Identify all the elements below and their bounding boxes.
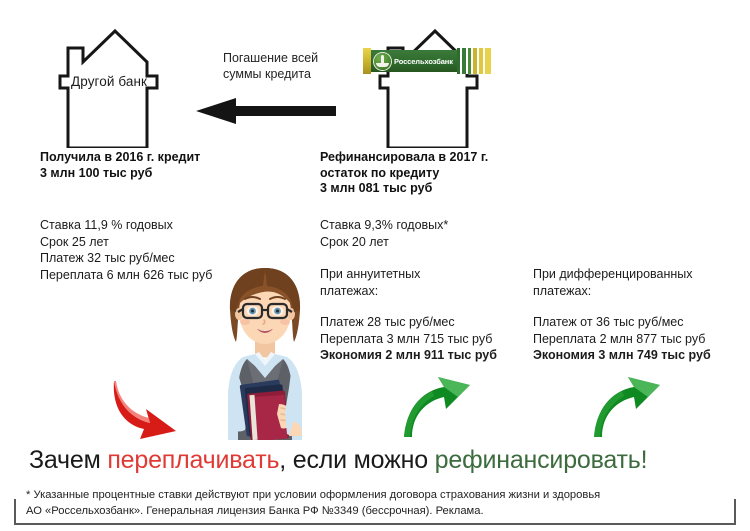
banner-stripes-decoration [457,48,491,74]
curved-arrow-up-green-icon [400,375,472,446]
diff-title-line2: платежах: [533,283,592,298]
frame-left-border [14,499,16,525]
diff-payment: Платеж от 36 тыс руб/мес [533,315,684,329]
bank-logo-text: Россельхозбанк [394,56,453,66]
frame-bottom-border [14,523,736,525]
left-heading-line1: Получила в 2016 г. кредит [40,150,201,164]
frame-right-border [734,499,736,525]
annuity-overpay: Переплата 3 млн 715 тыс руб [320,331,493,346]
middle-detail-term: Срок 20 лет [320,234,389,249]
curved-arrow-down-red-icon [110,375,182,446]
diff-saving: Экономия 3 млн 749 тыс руб [533,348,711,362]
differentiated-title: При дифференцированных платежах: [533,266,693,299]
slogan-part1: Зачем [29,446,108,474]
house-rosselkhozbank [365,26,505,148]
left-detail-payment: Платеж 32 тыс руб/мес [40,251,175,265]
banner-body: Россельхозбанк [371,50,457,72]
flow-arrow-label: Погашение всей суммы кредита [223,50,318,82]
diff-overpay: Переплата 2 млн 877 тыс руб [533,331,706,346]
middle-heading-line2: остаток по кредиту [320,165,440,180]
frame-top-divider [0,0,750,2]
house-other-bank: Другой банк [45,26,185,148]
slogan: Зачем переплачивать, если можно рефинанс… [29,446,648,475]
middle-column-heading: Рефинансировала в 2017 г. остаток по кре… [320,150,488,197]
left-detail-overpay: Переплата 6 млн 626 тыс руб [40,267,213,282]
footnote-line2: АО «Россельхозбанк». Генеральная лицензи… [26,505,484,517]
middle-column-details: Ставка 9,3% годовых* Срок 20 лет [320,217,448,250]
slogan-highlight-green: рефинансировать! [434,446,648,474]
middle-heading-line1: Рефинансировала в 2017 г. [320,150,489,164]
flow-label-line1: Погашение всей [223,51,319,65]
annuity-figures: Платеж 28 тыс руб/мес Переплата 3 млн 71… [320,314,497,364]
annuity-title-line1: При аннуитетных [320,267,421,281]
left-heading-line2: 3 млн 100 тыс руб [40,165,153,180]
left-detail-rate: Ставка 11,9 % годовых [40,218,173,232]
diff-title-line1: При дифференцированных [533,267,693,281]
leaf-emblem-icon [374,52,391,70]
curved-arrow-up-green-icon [590,375,662,446]
annuity-payment: Платеж 28 тыс руб/мес [320,315,455,329]
differentiated-figures: Платеж от 36 тыс руб/мес Переплата 2 млн… [533,314,711,364]
banner-left-end [363,48,371,74]
middle-heading-line3: 3 млн 081 тыс руб [320,181,433,195]
woman-with-books-illustration [205,262,325,440]
annuity-title-line2: платежах: [320,283,379,298]
slogan-part2: , если можно [279,446,435,474]
slogan-highlight-red: переплачивать [107,446,280,474]
footnote-line1: * Указанные процентные ставки действуют … [26,489,601,501]
house-left-label: Другой банк [71,74,148,89]
middle-detail-rate: Ставка 9,3% годовых* [320,218,449,232]
flow-label-line2: суммы кредита [223,67,311,81]
left-column-heading: Получила в 2016 г. кредит 3 млн 100 тыс … [40,150,200,181]
bank-logo-banner: Россельхозбанк [363,48,491,74]
house-outline-icon [58,28,159,148]
left-detail-term: Срок 25 лет [40,234,109,249]
arrow-left-icon [196,98,336,129]
annuity-saving: Экономия 2 млн 911 тыс руб [320,348,497,362]
footnote: * Указанные процентные ставки действуют … [26,487,736,519]
left-column-details: Ставка 11,9 % годовых Срок 25 лет Платеж… [40,217,212,283]
house-outline-icon [378,28,479,148]
annuity-title: При аннуитетных платежах: [320,266,420,299]
